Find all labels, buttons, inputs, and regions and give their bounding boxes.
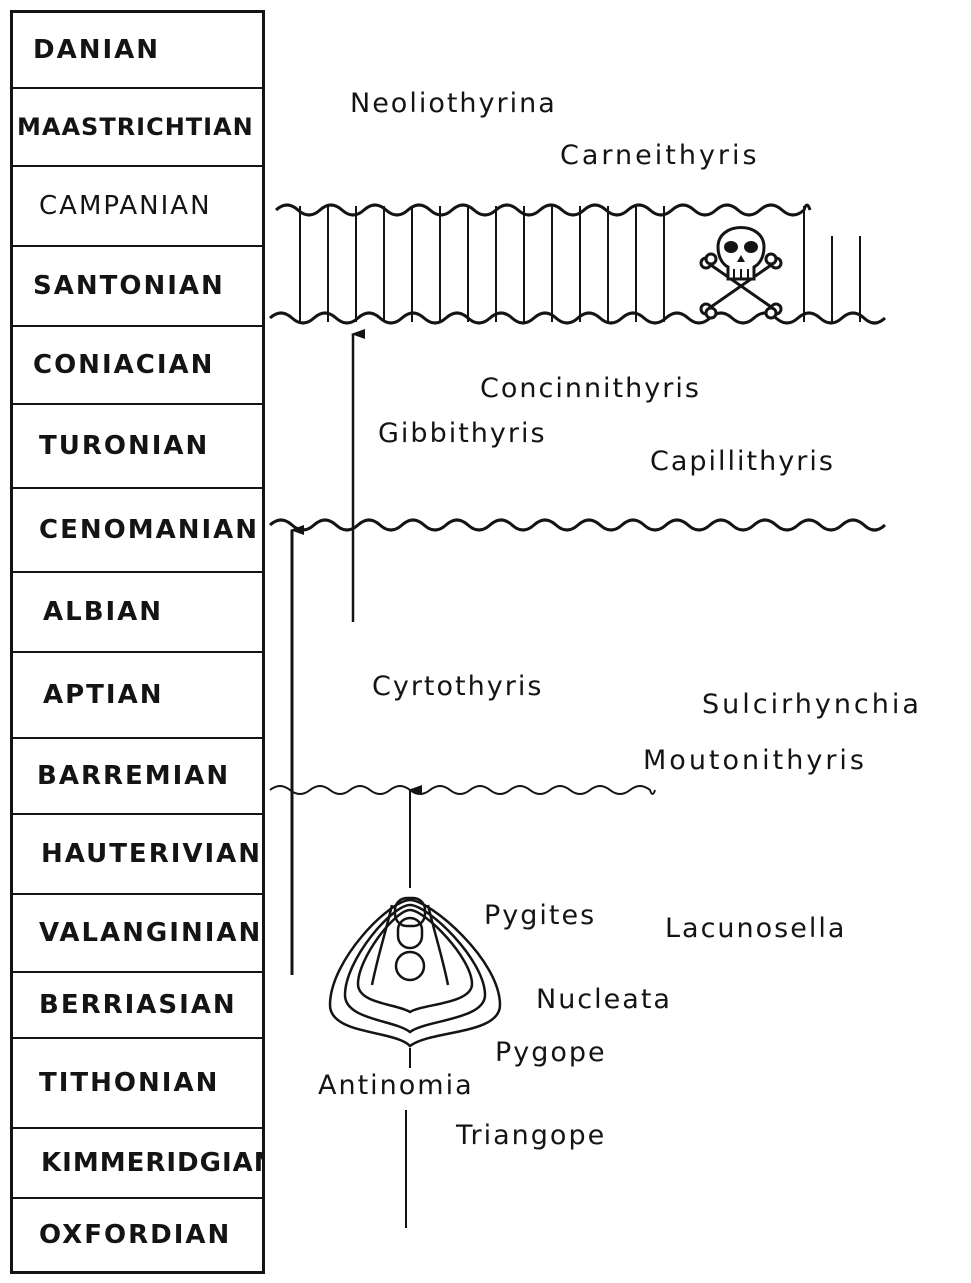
genus-gibbithyris: Gibbithyris [378,418,547,449]
genus-neoliothyrina: Neoliothyrina [350,88,557,119]
genus-nucleata: Nucleata [536,984,672,1015]
genus-triangope: Triangope [456,1120,606,1151]
genus-capillithyris: Capillithyris [650,446,835,477]
extinction-band [270,205,885,323]
barremian-unconformity [270,786,655,794]
genus-lacunosella: Lacunosella [665,913,846,944]
genus-cyrtothyris: Cyrtothyris [372,671,543,702]
genus-sulcirhynchia: Sulcirhynchia [702,689,922,720]
genus-antinomia: Antinomia [318,1070,474,1101]
skull-and-crossbones-icon [701,228,781,319]
genus-pygites: Pygites [484,900,596,931]
brachiopod-shell-icon [330,898,500,1046]
genus-moutonithyris: Moutonithyris [643,745,867,776]
band-bottom-unconformity [270,313,885,323]
cenomanian-unconformity [270,520,885,530]
genus-carneithyris: Carneithyris [560,140,760,171]
genus-concinnithyris: Concinnithyris [480,373,701,404]
genus-pygope: Pygope [495,1037,607,1068]
